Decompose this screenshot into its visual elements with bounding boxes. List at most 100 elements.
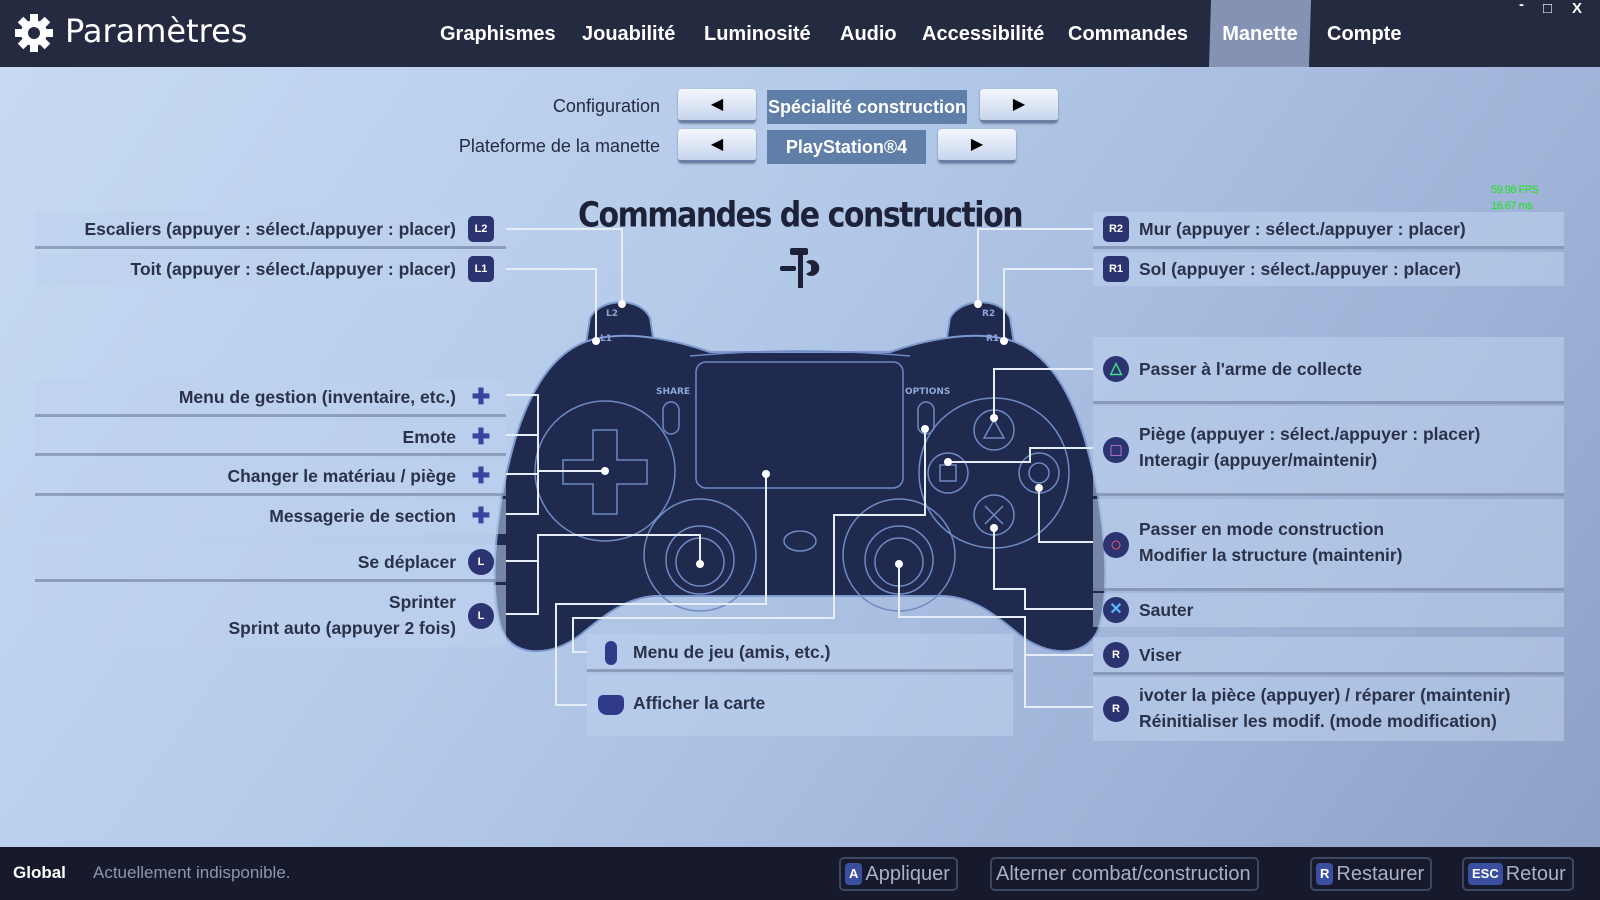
apply-label: Appliquer xyxy=(865,863,950,885)
dpad-down-icon: ✚ xyxy=(471,424,491,449)
binding-row[interactable]: R1 Sol (appuyer : sélect./appuyer : place… xyxy=(1093,252,1564,286)
binding-row[interactable]: R Viser xyxy=(1093,637,1564,675)
left-stick xyxy=(643,498,757,612)
binding-label: Se déplacer xyxy=(357,552,456,572)
close-button[interactable]: X xyxy=(1572,0,1583,17)
dpad-right-icon: ✚ xyxy=(471,463,491,488)
binding-row[interactable]: △ Passer à l'arme de collecte xyxy=(1093,337,1564,404)
configuration-label: Configuration xyxy=(552,96,660,116)
connector-lines xyxy=(506,228,1093,708)
tab-jouabilite[interactable]: Jouabilité xyxy=(582,23,676,45)
binding-label: Toit (appuyer : sélect./appuyer : placer… xyxy=(130,259,456,279)
controller-body xyxy=(493,301,1107,653)
circle-icon: ○ xyxy=(1103,532,1129,558)
fps-counter: 59.98 FPS 16.67 ms xyxy=(1491,182,1539,214)
binding-label-secondary: Modifier la structure (maintenir) xyxy=(1139,545,1403,565)
tab-commandes[interactable]: Commandes xyxy=(1068,23,1189,45)
binding-row[interactable]: Escaliers (appuyer : sélect./appuyer : p… xyxy=(35,212,506,249)
fps-value: 59.98 FPS xyxy=(1491,184,1539,196)
dpad-ring xyxy=(534,400,676,542)
binding-label: Sprinter xyxy=(388,592,456,612)
tab-graphismes[interactable]: Graphismes xyxy=(440,23,556,45)
restore-label: Restaurer xyxy=(1336,863,1425,885)
esc-key-icon: ESC xyxy=(1468,863,1503,885)
tab-accessibilite[interactable]: Accessibilité xyxy=(922,23,1045,45)
binding-row[interactable]: R2 Mur (appuyer : sélect./appuyer : place… xyxy=(1093,212,1564,249)
binding-label: ivoter la pièce (appuyer) / réparer (mai… xyxy=(1139,685,1511,705)
binding-label: Menu de gestion (inventaire, etc.) xyxy=(178,387,456,407)
l2-label: L2 xyxy=(606,309,618,319)
binding-label: Emote xyxy=(402,427,456,447)
binding-label: Sauter xyxy=(1139,600,1194,620)
r-key-icon: R xyxy=(1316,863,1334,885)
platform-prev-button[interactable]: ◀ xyxy=(678,129,756,163)
binding-row[interactable]: ✕ Sauter xyxy=(1093,593,1564,627)
diagram-title: Commandes de construction xyxy=(577,195,1024,236)
left-stick-icon: L xyxy=(468,549,494,575)
tab-compte[interactable]: Compte xyxy=(1327,23,1402,45)
binding-label-secondary: Réinitialiser les modif. (mode modificat… xyxy=(1139,711,1497,731)
l1-icon: L1 xyxy=(468,256,494,282)
a-key-icon: A xyxy=(845,863,863,885)
binding-row[interactable]: □ Piège (appuyer : sélect./appuyer : plac… xyxy=(1093,406,1564,496)
binding-label: Mur (appuyer : sélect./appuyer : placer) xyxy=(1139,219,1466,239)
binding-row[interactable]: Menu de jeu (amis, etc.) xyxy=(587,634,1013,672)
options-label: OPTIONS xyxy=(905,387,950,397)
frame-time: 16.67 ms xyxy=(1491,200,1533,212)
page-title: Paramètres xyxy=(65,12,248,50)
binding-row[interactable]: Menu de gestion (inventaire, etc.) ✚ xyxy=(35,380,506,417)
triangle-icon: △ xyxy=(1103,356,1129,382)
r1-icon: R1 xyxy=(1103,256,1129,282)
maximize-button[interactable]: □ xyxy=(1543,0,1553,17)
configuration-next-button[interactable]: ▶ xyxy=(980,89,1058,123)
binding-label: Passer à l'arme de collecte xyxy=(1139,359,1363,379)
dpad-left-icon: ✚ xyxy=(471,503,491,528)
l1-label: L1 xyxy=(600,334,612,344)
binding-label: Viser xyxy=(1139,645,1182,665)
right-stick-icon: R xyxy=(1103,642,1129,668)
r2-icon: R2 xyxy=(1103,216,1129,242)
binding-row[interactable]: Toit (appuyer : sélect./appuyer : placer… xyxy=(35,252,506,286)
touchpad xyxy=(695,361,904,489)
share-label: SHARE xyxy=(656,387,690,397)
tab-luminosite[interactable]: Luminosité xyxy=(704,23,811,45)
dpad-up-icon: ✚ xyxy=(471,384,491,409)
tab-audio[interactable]: Audio xyxy=(840,23,897,45)
binding-row[interactable]: Changer le matériau / piège ✚ xyxy=(35,459,506,496)
minimize-button[interactable]: - xyxy=(1519,0,1524,13)
configuration-value: Spécialité construction xyxy=(767,90,967,124)
binding-label: Piège (appuyer : sélect./appuyer : place… xyxy=(1139,424,1481,444)
ps-button xyxy=(783,530,817,552)
dpad xyxy=(562,429,648,515)
configuration-prev-button[interactable]: ◀ xyxy=(678,89,756,123)
binding-row[interactable]: Messagerie de section✚ xyxy=(35,499,506,534)
binding-label: Menu de jeu (amis, etc.) xyxy=(633,642,831,662)
binding-label-secondary: Interagir (appuyer/maintenir) xyxy=(1139,450,1378,470)
binding-label: Sol (appuyer : sélect./appuyer : placer) xyxy=(1139,259,1461,279)
binding-row[interactable]: Se déplacer L xyxy=(35,545,506,582)
status-text: Actuellement indisponible. xyxy=(93,863,291,882)
toggle-combat-build-button[interactable]: Alterner combat/construction xyxy=(990,857,1259,891)
cross-icon: ✕ xyxy=(1103,597,1129,623)
options-button-icon xyxy=(605,641,617,665)
platform-label: Plateforme de la manette xyxy=(458,136,660,156)
platform-next-button[interactable]: ▶ xyxy=(938,129,1016,163)
build-tools-icon xyxy=(780,248,820,288)
r1-label: R1 xyxy=(986,334,999,344)
platform-value: PlayStation®4 xyxy=(767,130,926,164)
touchpad-icon xyxy=(598,695,624,715)
binding-row[interactable]: Emote ✚ xyxy=(35,420,506,456)
binding-label: Passer en mode construction xyxy=(1139,519,1385,539)
left-stick-click-icon: L xyxy=(468,603,494,629)
binding-label: Changer le matériau / piège xyxy=(227,466,456,486)
tab-manette[interactable]: Manette xyxy=(1209,0,1311,67)
binding-row[interactable]: Afficher la carte xyxy=(587,675,1013,736)
square-icon: □ xyxy=(1103,437,1129,463)
